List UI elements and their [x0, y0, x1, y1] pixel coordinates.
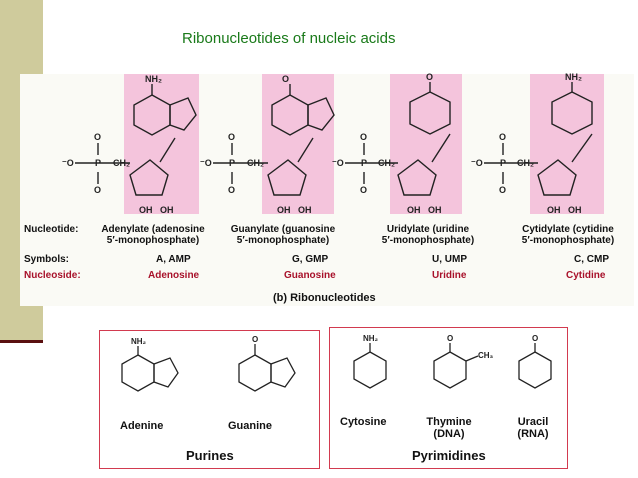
- svg-text:O: O: [499, 185, 506, 195]
- svg-text:OH: OH: [298, 205, 312, 215]
- svg-text:OH: OH: [277, 205, 291, 215]
- nucleotide-name: Adenylate (adenosine 5′-monophosphate): [101, 224, 205, 246]
- nucleotide-name: Guanylate (guanosine 5′-monophosphate): [230, 224, 336, 246]
- sidebar-divider: [0, 340, 43, 343]
- svg-text:O: O: [94, 185, 101, 195]
- svg-text:P: P: [361, 158, 367, 168]
- nucleoside-name: Guanosine: [284, 270, 336, 281]
- svg-text:OH: OH: [428, 205, 442, 215]
- svg-text:P: P: [500, 158, 506, 168]
- svg-text:CH₂: CH₂: [378, 158, 395, 168]
- svg-text:CH₂: CH₂: [113, 158, 130, 168]
- purines-box: [99, 330, 320, 469]
- row-label-nucleotide: Nucleotide:: [24, 224, 79, 235]
- svg-text:⁻O: ⁻O: [332, 158, 344, 168]
- nucleotide-name: Cytidylate (cytidine 5′-monophosphate): [521, 224, 615, 246]
- adenine-label: Adenine: [120, 420, 164, 432]
- svg-text:⁻O: ⁻O: [200, 158, 212, 168]
- svg-text:OH: OH: [139, 205, 153, 215]
- svg-text:CH₃: CH₃: [478, 351, 494, 360]
- svg-text:OH: OH: [547, 205, 561, 215]
- svg-text:OH: OH: [568, 205, 582, 215]
- svg-text:O: O: [228, 185, 235, 195]
- base-highlight-guanylate: [262, 74, 334, 214]
- figure-caption: (b) Ribonucleotides: [273, 292, 376, 304]
- svg-text:CH₂: CH₂: [517, 158, 534, 168]
- svg-text:O: O: [252, 335, 258, 344]
- svg-text:O: O: [94, 132, 101, 142]
- svg-text:O: O: [228, 132, 235, 142]
- svg-text:O: O: [360, 132, 367, 142]
- purines-title: Purines: [186, 448, 234, 463]
- pyrimidines-box: [329, 327, 568, 469]
- svg-text:P: P: [95, 158, 101, 168]
- svg-text:P: P: [229, 158, 235, 168]
- nucleoside-name: Uridine: [432, 270, 467, 281]
- uridylate-base-label: O: [426, 72, 433, 82]
- svg-text:O: O: [447, 334, 453, 343]
- cytidylate-base-label: NH₂: [565, 72, 582, 82]
- adenylate-base-label: NH₂: [145, 74, 162, 84]
- nucleoside-name: Adenosine: [148, 270, 200, 281]
- guanine-label: Guanine: [228, 420, 273, 432]
- nucleotide-symbols: G, GMP: [292, 254, 329, 265]
- svg-text:OH: OH: [160, 205, 174, 215]
- row-label-symbols: Symbols:: [24, 254, 70, 265]
- svg-text:CH₂: CH₂: [247, 158, 264, 168]
- svg-text:⁻O: ⁻O: [471, 158, 483, 168]
- nucleotide-name: Uridylate (uridine 5′-monophosphate): [381, 224, 475, 246]
- svg-text:O: O: [499, 132, 506, 142]
- pyrimidines-title: Pyrimidines: [412, 448, 486, 463]
- cytosine-label: Cytosine: [340, 416, 387, 428]
- nucleotide-symbols: A, AMP: [156, 254, 191, 265]
- svg-text:NH₂: NH₂: [363, 334, 379, 343]
- thymine-label: Thymine (DNA): [426, 416, 472, 440]
- nucleotide-symbols: C, CMP: [574, 254, 609, 265]
- svg-text:OH: OH: [407, 205, 421, 215]
- slide-title: Ribonucleotides of nucleic acids: [182, 30, 396, 47]
- guanylate-base-label: O: [282, 74, 289, 84]
- row-label-nucleoside: Nucleoside:: [24, 270, 81, 281]
- svg-text:NH₂: NH₂: [131, 337, 147, 346]
- uracil-label: Uracil (RNA): [517, 416, 549, 440]
- svg-text:⁻O: ⁻O: [62, 158, 74, 168]
- svg-text:O: O: [532, 334, 538, 343]
- nucleotide-symbols: U, UMP: [432, 254, 467, 265]
- base-highlight-adenylate: [124, 74, 199, 214]
- nucleoside-name: Cytidine: [566, 270, 606, 281]
- svg-text:O: O: [360, 185, 367, 195]
